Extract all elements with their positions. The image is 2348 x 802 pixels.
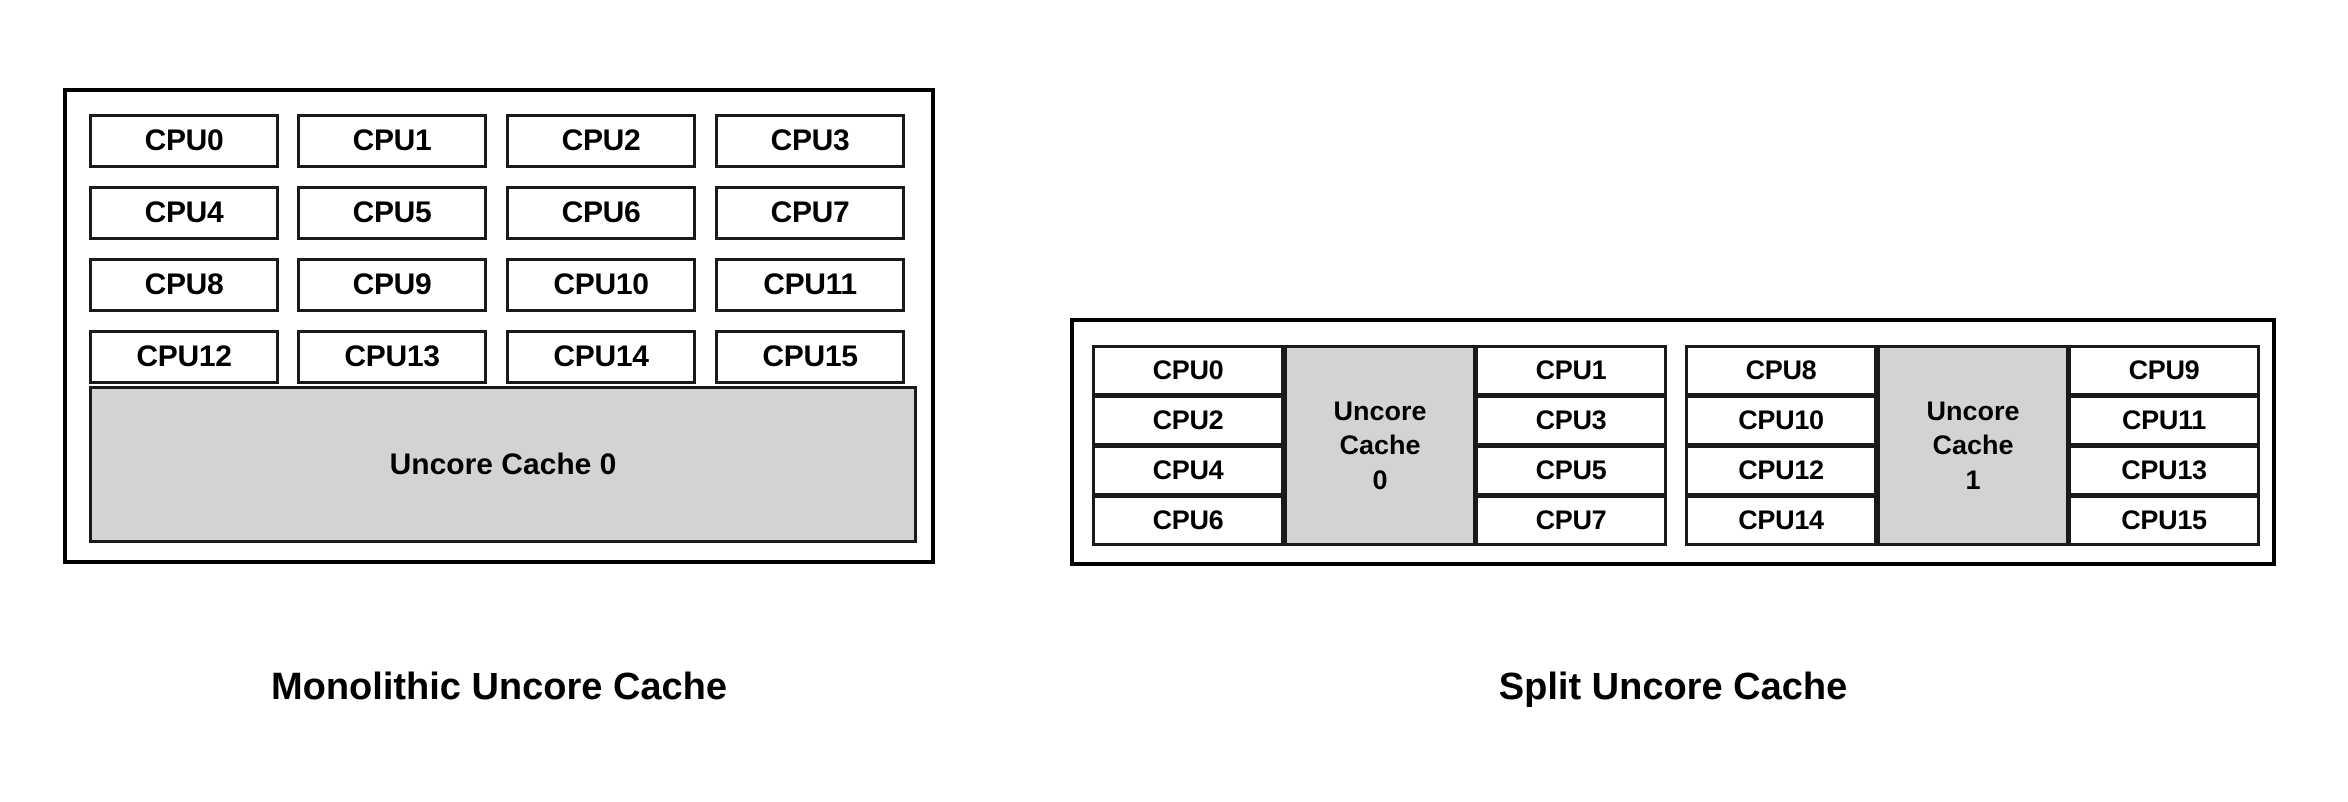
cpu-box-cpu9: CPU9 [2068,345,2260,396]
cpu-box-cpu1: CPU1 [297,114,487,168]
cpu-box-cpu13: CPU13 [297,330,487,384]
split-uncore-diagram: CPU0 CPU2 CPU4 CPU6 Uncore Cache 0 CPU1 … [1070,318,2276,566]
cpu-box-cpu9: CPU9 [297,258,487,312]
cpu-box-cpu7: CPU7 [715,186,905,240]
caption-split-uncore-cache: Split Uncore Cache [1498,666,1848,708]
cpu-box-cpu11: CPU11 [715,258,905,312]
cpu-box-cpu5: CPU5 [1475,445,1667,496]
cluster-1: CPU8 CPU10 CPU12 CPU14 Uncore Cache 1 CP… [1685,345,2260,547]
uncore-cache-0-box: Uncore Cache 0 [1284,345,1476,546]
cpu-box-cpu3: CPU3 [1475,395,1667,446]
uncore-cache-1-line1: Uncore [1926,395,2020,426]
cpu-box-cpu0: CPU0 [1092,345,1284,396]
uncore-cache-1-line2: Cache [1932,430,2014,461]
cpu-box-cpu12: CPU12 [89,330,279,384]
cpu-box-cpu4: CPU4 [1092,445,1284,496]
cpu-box-cpu6: CPU6 [506,186,696,240]
cpu-box-cpu8: CPU8 [89,258,279,312]
cpu-box-cpu1: CPU1 [1475,345,1667,396]
cpu-box-cpu2: CPU2 [1092,395,1284,446]
cpu-box-cpu12: CPU12 [1685,445,1877,496]
cpu-box-cpu14: CPU14 [1685,495,1877,546]
uncore-cache-1-line3: 1 [1965,464,1981,495]
monolithic-uncore-diagram: CPU0 CPU1 CPU2 CPU3 CPU4 CPU5 CPU6 CPU7 … [63,88,935,564]
cpu-box-cpu14: CPU14 [506,330,696,384]
cpu-box-cpu11: CPU11 [2068,395,2260,446]
cpu-box-cpu2: CPU2 [506,114,696,168]
uncore-cache-0-line1: Uncore [1333,395,1427,426]
caption-monolithic-uncore-cache: Monolithic Uncore Cache [270,666,728,708]
cpu-box-cpu13: CPU13 [2068,445,2260,496]
cpu-box-cpu7: CPU7 [1475,495,1667,546]
cpu-box-cpu10: CPU10 [1685,395,1877,446]
cpu-box-cpu6: CPU6 [1092,495,1284,546]
cpu-box-cpu15: CPU15 [715,330,905,384]
cpu-box-cpu0: CPU0 [89,114,279,168]
cpu-box-cpu10: CPU10 [506,258,696,312]
uncore-cache-0-line2: Cache [1339,430,1421,461]
cluster-0: CPU0 CPU2 CPU4 CPU6 Uncore Cache 0 CPU1 … [1092,345,1667,547]
uncore-cache-0-line3: 0 [1372,464,1388,495]
uncore-cache-0-box: Uncore Cache 0 [89,386,917,543]
cpu-box-cpu15: CPU15 [2068,495,2260,546]
cpu-box-cpu3: CPU3 [715,114,905,168]
uncore-cache-1-box: Uncore Cache 1 [1877,345,2069,546]
cpu-box-cpu8: CPU8 [1685,345,1877,396]
cpu-box-cpu5: CPU5 [297,186,487,240]
cpu-box-cpu4: CPU4 [89,186,279,240]
